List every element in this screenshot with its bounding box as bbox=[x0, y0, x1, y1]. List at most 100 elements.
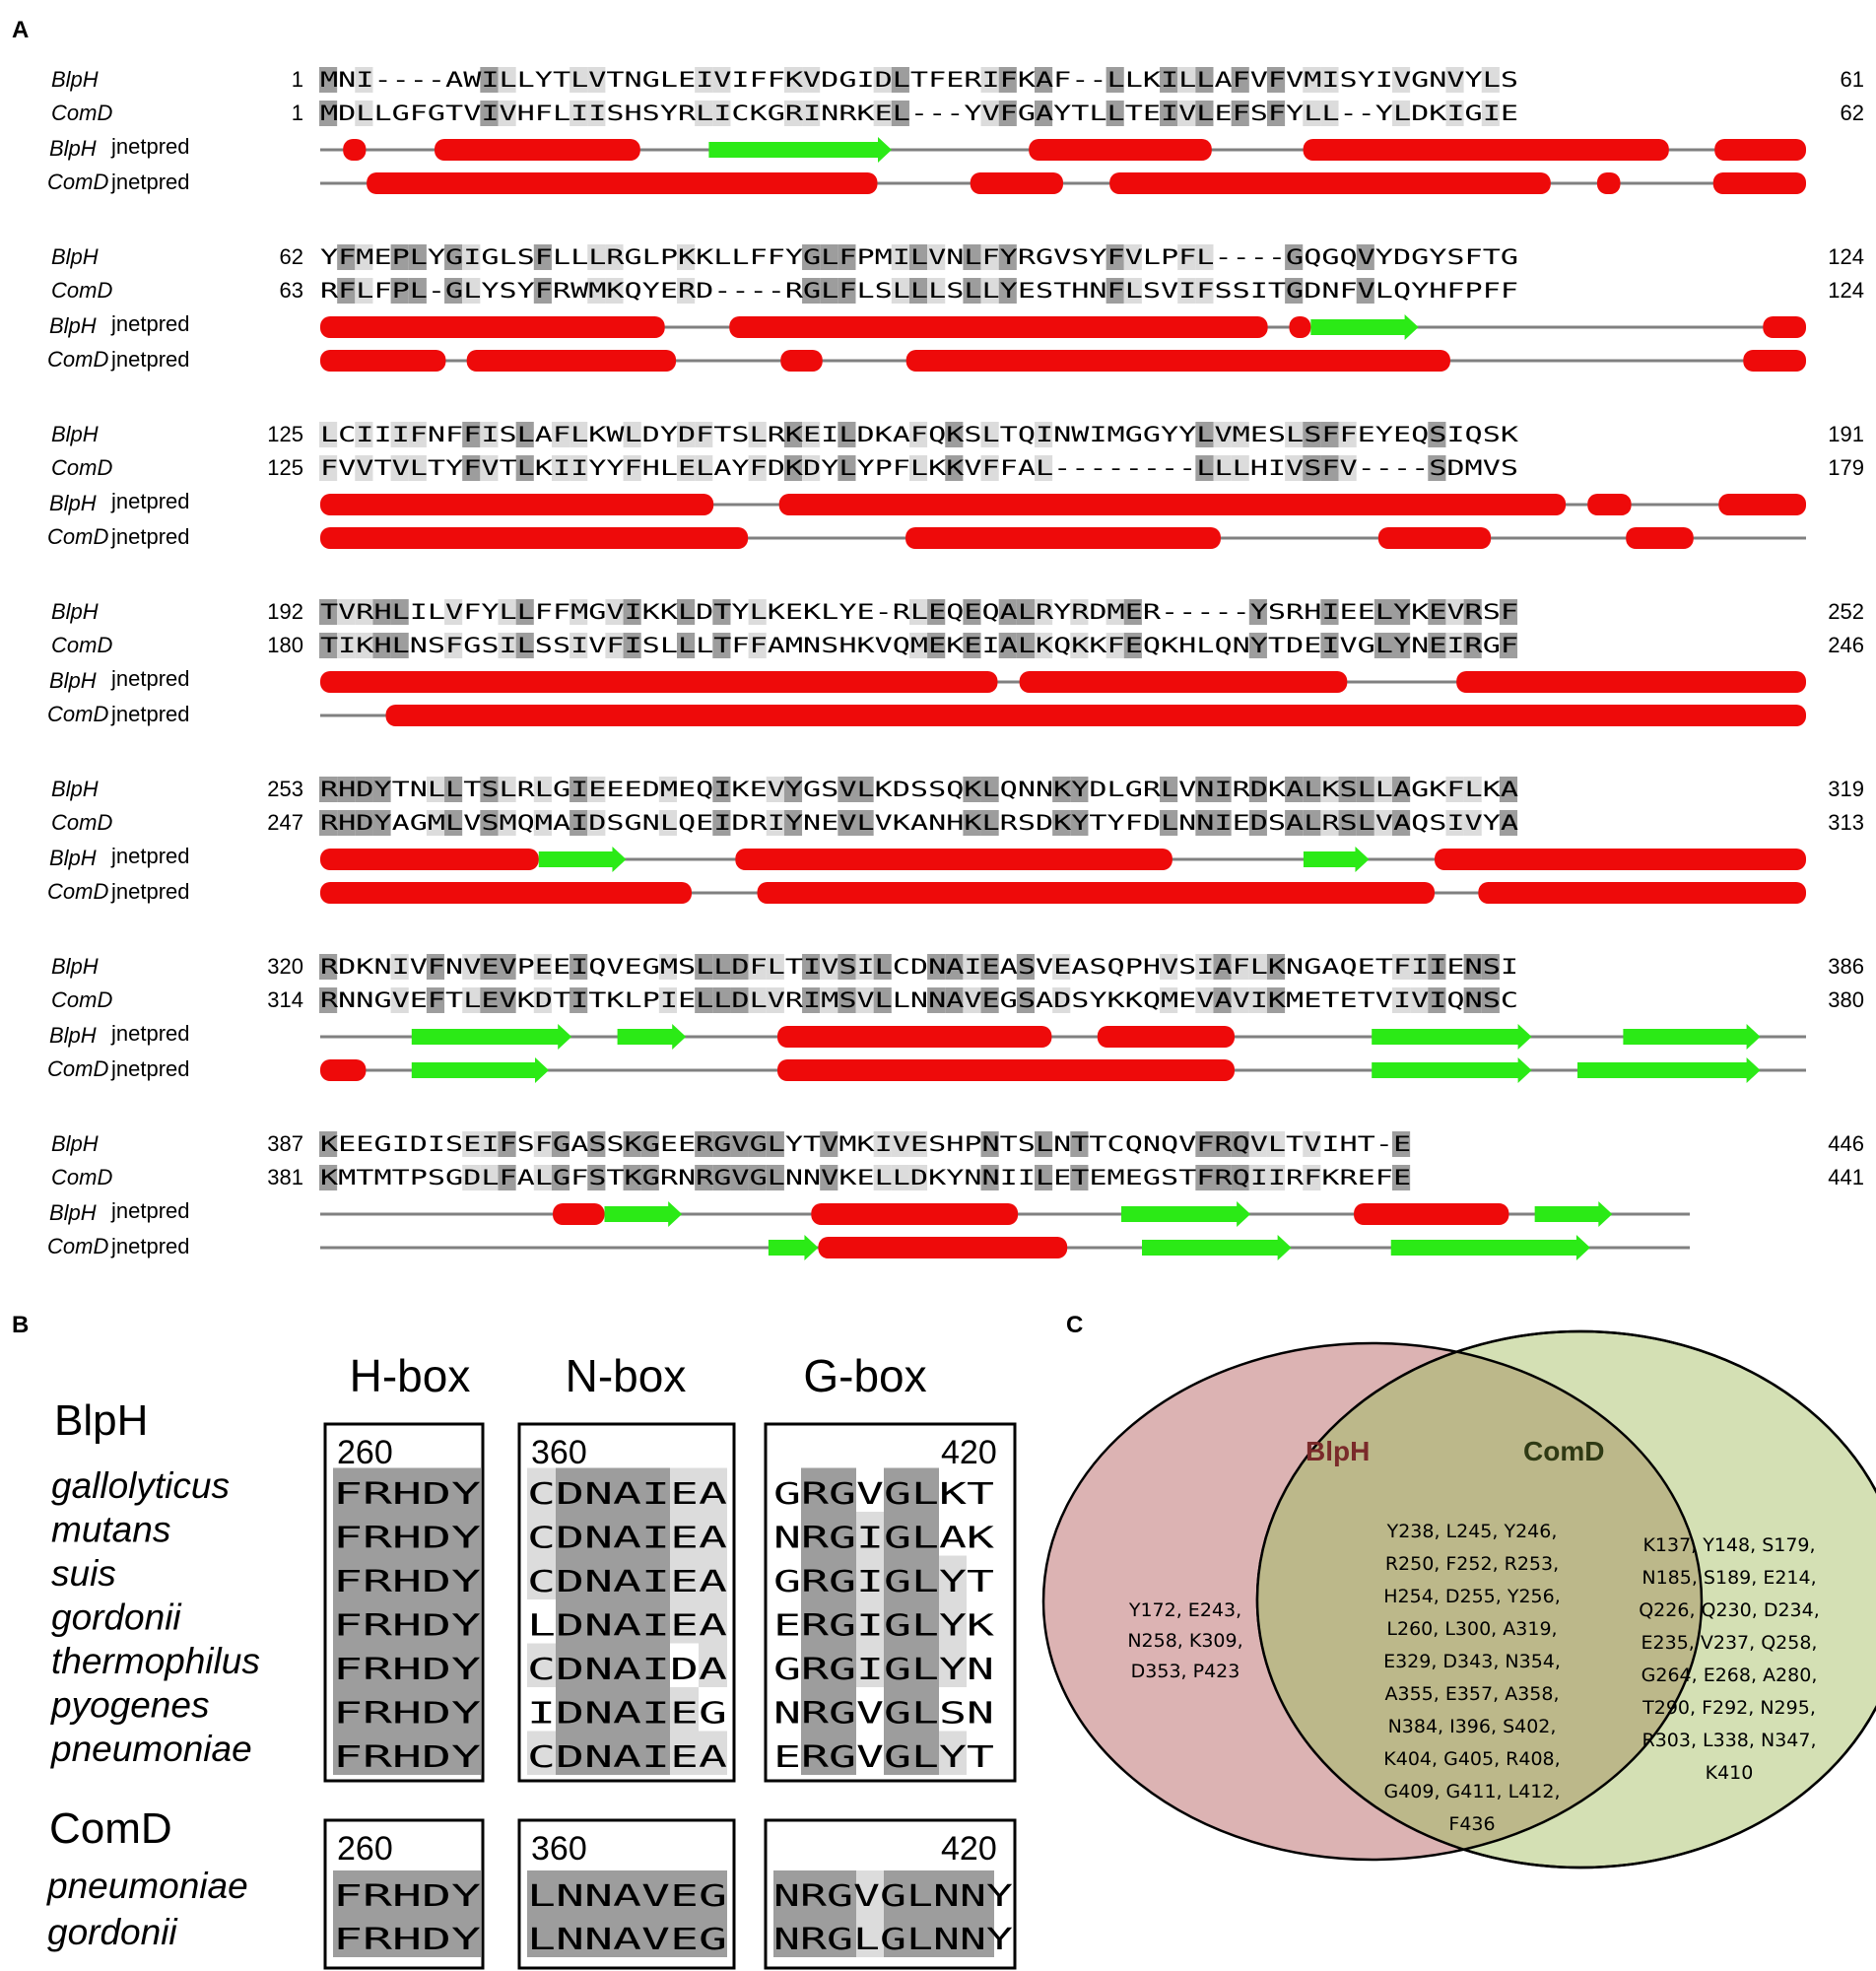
end-number: 441 bbox=[1828, 1165, 1864, 1189]
conservation-shade bbox=[570, 633, 588, 658]
jnet-track-blph bbox=[320, 494, 1806, 515]
jnet-track-blph bbox=[320, 314, 1806, 340]
end-number: 179 bbox=[1828, 455, 1864, 480]
conservation-shade bbox=[712, 633, 731, 658]
conservation-shade bbox=[908, 422, 928, 447]
motif-residues: FRHDY bbox=[333, 1697, 481, 1732]
conservation-shade bbox=[462, 422, 481, 447]
conservation-shade bbox=[802, 67, 821, 93]
jnet-track-comd bbox=[320, 350, 1806, 372]
conservation-shade bbox=[670, 1687, 699, 1732]
conservation-shade bbox=[1463, 777, 1482, 802]
conservation-shade bbox=[1070, 633, 1089, 658]
venn-shared-residue: A355, E357, A358, bbox=[1385, 1683, 1560, 1705]
conservation-shade bbox=[515, 599, 534, 625]
strand-arrow bbox=[1534, 1201, 1613, 1227]
jnet-label: jnetpred bbox=[110, 489, 190, 513]
conservation-shade bbox=[1195, 101, 1214, 126]
conservation-shade bbox=[1195, 987, 1214, 1013]
conservation-shade bbox=[820, 1131, 838, 1157]
conservation-shade bbox=[1070, 810, 1089, 836]
conservation-shade bbox=[730, 1165, 749, 1190]
conservation-shade bbox=[1070, 1131, 1089, 1157]
conservation-shade bbox=[1303, 810, 1321, 836]
conservation-shade bbox=[884, 1643, 911, 1687]
conservation-shade bbox=[1392, 777, 1411, 802]
conservation-shade bbox=[677, 244, 696, 270]
species-name: mutans bbox=[51, 1510, 170, 1550]
jnet-label: jnetpred bbox=[110, 702, 190, 726]
end-number: 380 bbox=[1828, 987, 1864, 1012]
helix-segment bbox=[1718, 494, 1806, 515]
venn-panel: BlpH ComD Y172, E243,N258, K309,D353, P4… bbox=[1041, 1329, 1876, 1869]
conservation-shade bbox=[712, 954, 731, 980]
seq-name-comd: ComD bbox=[51, 987, 112, 1012]
conservation-shade bbox=[333, 1643, 363, 1687]
conservation-shade bbox=[1231, 101, 1249, 126]
end-number: 386 bbox=[1828, 954, 1864, 979]
end-number: 246 bbox=[1828, 633, 1864, 657]
venn-blph-only-residue: Y172, E243, bbox=[1128, 1599, 1241, 1621]
conservation-shade bbox=[587, 278, 606, 304]
jnet-track-blph bbox=[320, 1201, 1690, 1227]
conservation-shade bbox=[613, 1870, 641, 1914]
conservation-shade bbox=[640, 1131, 659, 1157]
end-number: 319 bbox=[1828, 777, 1864, 801]
conservation-shade bbox=[856, 1914, 884, 1957]
conservation-shade bbox=[1266, 1131, 1286, 1157]
conservation-shade bbox=[355, 244, 373, 270]
conservation-shade bbox=[363, 1467, 392, 1512]
sequence-blph: RHDYTNLLTSLRLGIEEEDMEQIKEVYGSVLKDSSQKLQN… bbox=[320, 778, 1519, 801]
conservation-shade bbox=[641, 1643, 670, 1687]
motif-box: 360CDNAIEACDNAIEACDNAIEALDNAIEACDNAIDAID… bbox=[517, 1422, 736, 1783]
motif-residues: NRGVGLNNY bbox=[773, 1879, 1013, 1914]
conservation-shade bbox=[712, 777, 731, 802]
conservation-shade bbox=[802, 101, 821, 126]
conservation-shade bbox=[426, 987, 445, 1013]
conservation-shade bbox=[748, 599, 767, 625]
conservation-shade bbox=[533, 1165, 552, 1190]
conservation-shade bbox=[829, 1555, 856, 1599]
conservation-shade bbox=[783, 777, 803, 802]
conservation-shade bbox=[480, 810, 499, 836]
conservation-shade bbox=[480, 777, 499, 802]
conservation-shade bbox=[426, 777, 445, 802]
conservation-shade bbox=[533, 1131, 552, 1157]
conservation-shade bbox=[1392, 987, 1411, 1013]
jnet-name-blph: BlpH bbox=[49, 491, 97, 515]
strand-arrow bbox=[1142, 1235, 1292, 1260]
panel-b-label: B bbox=[12, 1312, 29, 1338]
conservation-shade bbox=[641, 1599, 670, 1644]
helix-segment bbox=[905, 350, 1450, 372]
conservation-shade bbox=[1285, 455, 1304, 481]
conservation-shade bbox=[884, 1599, 911, 1644]
helix-segment bbox=[778, 494, 1567, 515]
jnet-track-blph bbox=[320, 137, 1806, 163]
conservation-shade bbox=[801, 1731, 829, 1775]
seq-name-comd: ComD bbox=[51, 810, 112, 835]
helix-segment bbox=[1596, 172, 1621, 194]
conservation-shade bbox=[945, 422, 964, 447]
conservation-shade bbox=[699, 1467, 727, 1512]
conservation-shade bbox=[390, 278, 409, 304]
sequence-blph: KEEGIDISEIFSFGASSKGEERGVGLYTVMKIVESHPNTS… bbox=[320, 1132, 1411, 1156]
conservation-shade bbox=[1303, 422, 1321, 447]
sequence-blph: YFMEPLYGIGLSFLLLRGLPKKLLFFYGLFPMILVNLFYR… bbox=[320, 245, 1518, 269]
conservation-shade bbox=[980, 810, 999, 836]
conservation-shade bbox=[641, 1467, 670, 1512]
conservation-shade bbox=[670, 1914, 699, 1957]
conservation-shade bbox=[695, 422, 713, 447]
conservation-shade bbox=[783, 101, 803, 126]
conservation-shade bbox=[498, 777, 516, 802]
conservation-shade bbox=[355, 278, 373, 304]
conservation-shade bbox=[333, 1555, 363, 1599]
conservation-shade bbox=[1392, 67, 1411, 93]
conservation-shade bbox=[480, 422, 499, 447]
conservation-shade bbox=[1445, 777, 1464, 802]
conservation-shade bbox=[748, 987, 767, 1013]
conservation-shade bbox=[927, 954, 946, 980]
conservation-shade bbox=[891, 244, 909, 270]
jnet-label: jnetpred bbox=[110, 1198, 190, 1223]
